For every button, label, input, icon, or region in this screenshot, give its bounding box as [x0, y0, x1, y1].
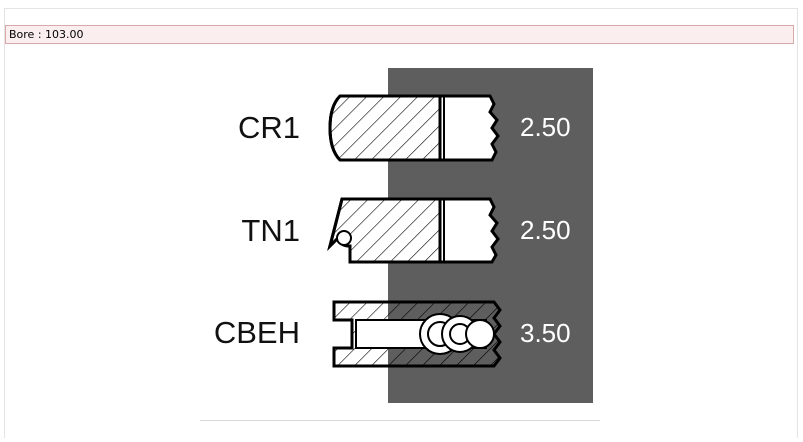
- bore-text: Bore : 103.00: [9, 28, 84, 41]
- ring-width-cr1: 2.50: [520, 112, 571, 142]
- ring-code-cbeh: CBEH: [213, 315, 300, 350]
- ring-profile-cr1-icon: [328, 94, 500, 162]
- ring-code-tn1: TN1: [241, 213, 300, 248]
- ring-width-cbeh: 3.50: [520, 318, 571, 348]
- ring-profile-tn1-icon: [327, 197, 500, 264]
- ring-profile-cbeh-icon: [332, 300, 502, 368]
- ring-width-tn1: 2.50: [520, 215, 571, 245]
- ring-code-cr1: CR1: [237, 110, 300, 145]
- divider: [200, 420, 600, 421]
- bore-info-bar: Bore : 103.00: [5, 25, 794, 44]
